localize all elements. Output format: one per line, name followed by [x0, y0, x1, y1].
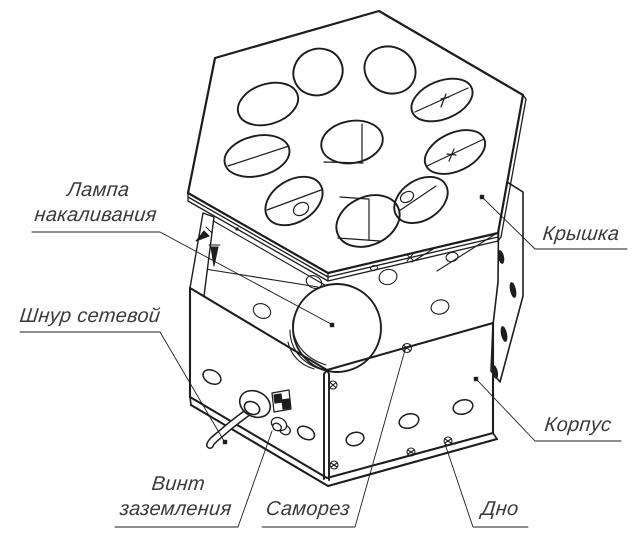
callout-body: Корпус [517, 413, 640, 438]
cover-lid [186, 9, 527, 282]
callout-screw: Саморез [237, 497, 380, 522]
callout-cord: Шнур сетевой [14, 304, 167, 329]
leader-lamp [31, 231, 332, 325]
leader-lines [19, 194, 628, 528]
warning-sticker [271, 389, 292, 413]
callout-cord-text: Шнур сетевой [18, 305, 162, 327]
callout-screw-text: Саморез [264, 498, 352, 520]
callout-ground-screw: Винт заземления [94, 472, 259, 522]
leader-screw [261, 349, 406, 528]
lamp-bulb [287, 283, 382, 373]
leader-bottom [444, 443, 529, 528]
cord-grommet [238, 389, 272, 419]
leader-body [477, 380, 622, 442]
callout-body-text: Корпус [543, 414, 613, 436]
lid-edge-marks [235, 227, 415, 272]
ground-screw [270, 416, 291, 436]
lid-screw-marks [195, 226, 221, 267]
leader-cover [483, 198, 628, 250]
callout-bottom-text: Дно [480, 498, 520, 520]
self-tapping-screws [328, 342, 453, 470]
bottom-plate-edge [189, 403, 499, 488]
callout-bottom: Дно [449, 497, 552, 522]
leader-dots [222, 194, 485, 445]
callout-lamp-line1: Лампа [66, 179, 131, 201]
power-cord [206, 406, 255, 449]
callout-lamp: Лампа накаливания [19, 178, 174, 228]
callout-cover-text: Крышка [541, 223, 621, 245]
leader-ground-screw [114, 430, 273, 528]
leader-cord [19, 331, 225, 442]
callout-lamp-line2: накаливания [33, 204, 158, 226]
through-hole-details [227, 87, 485, 242]
callout-cover: Крышка [520, 222, 642, 247]
callout-ground-screw-line2: заземления [118, 498, 233, 520]
wall-vent-holes [202, 368, 474, 447]
callout-ground-screw-line1: Винт [150, 473, 207, 495]
